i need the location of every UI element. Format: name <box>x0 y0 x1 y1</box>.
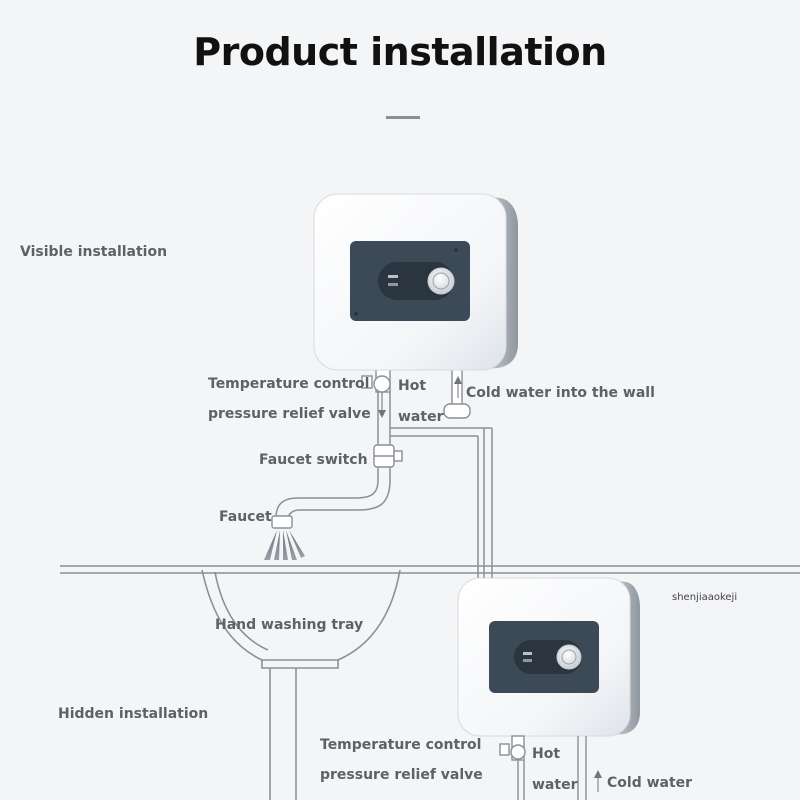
visible-installation-label: Visible installation <box>20 244 168 260</box>
water-label-top: water <box>398 409 444 425</box>
watermark: shenjiaaokeji <box>672 592 738 603</box>
page-title: Product installation <box>193 30 607 74</box>
relief-valve-bottom <box>499 735 526 800</box>
water-heater-top <box>313 193 518 371</box>
hot-label-bottom: Hot <box>532 746 561 762</box>
countertop <box>60 565 800 574</box>
water-label-bottom: water <box>532 777 578 793</box>
water-spray <box>264 530 305 560</box>
temp-control-label-top: Temperature control <box>208 376 370 392</box>
hidden-installation-label: Hidden installation <box>58 706 209 722</box>
hand-washing-basin <box>201 569 401 800</box>
faucet-head <box>271 515 293 529</box>
cold-water-label-bottom: Cold water <box>607 775 693 791</box>
faucet-label: Faucet <box>219 509 272 525</box>
temp-control-label-bottom: Temperature control <box>320 737 482 753</box>
hot-label-top: Hot <box>398 378 427 394</box>
faucet-switch-label: Faucet switch <box>259 452 368 468</box>
relief-valve-label-bottom: pressure relief valve <box>320 767 483 783</box>
title-divider <box>386 116 420 119</box>
water-heater-bottom <box>457 577 640 737</box>
connecting-pipe <box>390 427 493 590</box>
cold-into-wall-label: Cold water into the wall <box>466 385 655 401</box>
relief-valve-label-top: pressure relief valve <box>208 406 371 422</box>
cold-water-fitting-top <box>443 367 471 419</box>
faucet-switch-valve <box>373 444 403 468</box>
cold-water-pipe-bottom <box>577 736 602 800</box>
hand-washing-tray-label: Hand washing tray <box>215 617 364 633</box>
